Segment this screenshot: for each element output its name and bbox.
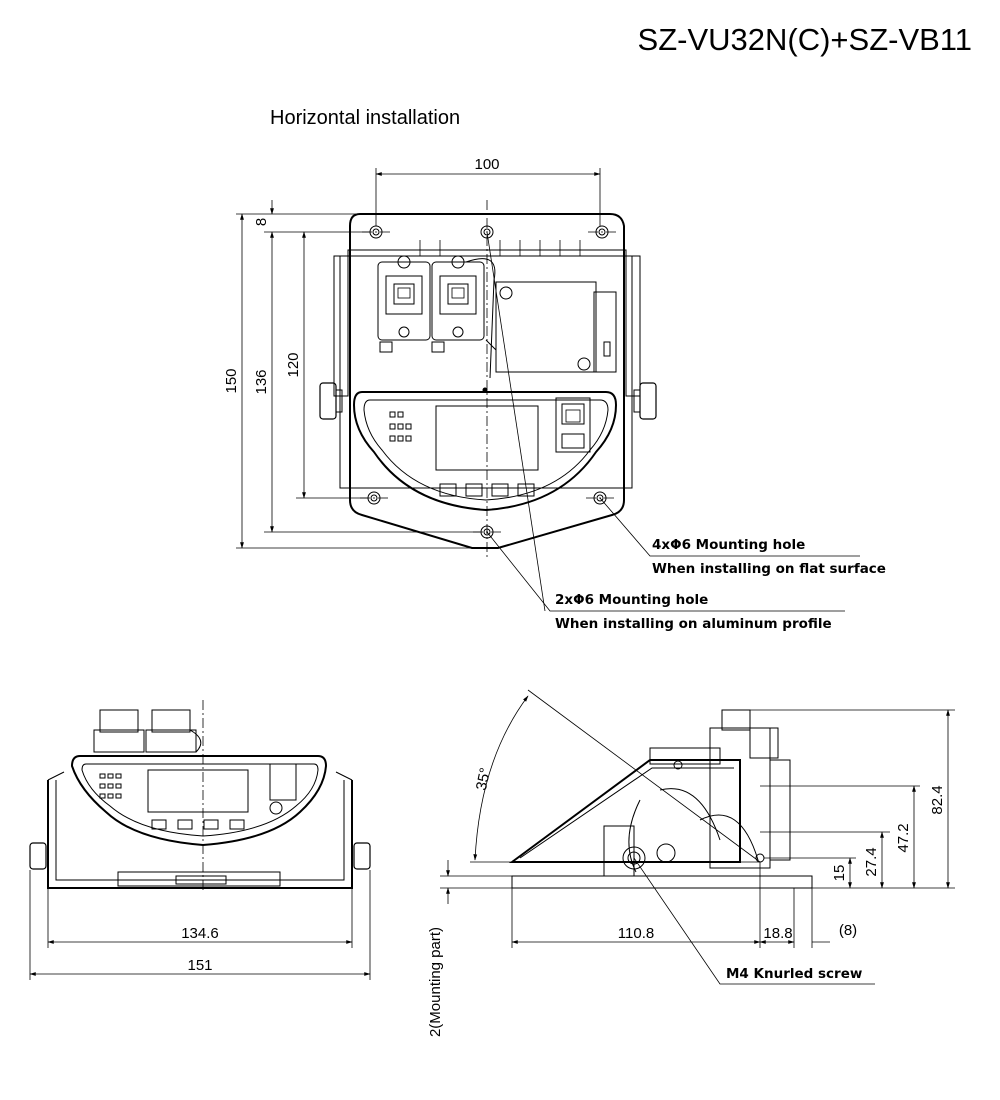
hinge-arc-3: [699, 814, 759, 861]
right-knob: [639, 382, 657, 420]
cooling-fins: [419, 240, 581, 256]
usb-port: [555, 397, 591, 453]
angle-ray: [527, 689, 761, 863]
front-usb: [269, 763, 297, 801]
dim-front-inner: 134.6: [181, 925, 219, 942]
panel-button-2: [465, 483, 483, 497]
side-top-hole: [673, 760, 683, 770]
front-conn-r-top: [151, 709, 191, 733]
front-btn-4: [229, 819, 245, 830]
front-btn-1: [151, 819, 167, 830]
front-conn-l: [93, 729, 145, 753]
front-conn-r: [145, 729, 197, 753]
knurled-screw-inner: [627, 851, 641, 865]
dim-height-136: 136: [253, 369, 270, 394]
front-base: [117, 871, 281, 887]
panel-button-4: [517, 483, 535, 497]
knurled-screw: [622, 846, 646, 870]
module-box: [485, 281, 617, 373]
dim-side-47-2: 47.2: [895, 823, 912, 852]
panel-button-1: [439, 483, 457, 497]
hinge-arc-2: [628, 799, 641, 873]
left-rail: [333, 255, 349, 397]
panel-button-3: [491, 483, 509, 497]
left-knob-neck: [335, 389, 343, 413]
front-display: [147, 769, 249, 813]
dim-front-total: 151: [187, 957, 212, 974]
connector-left: [377, 255, 431, 341]
dim-height-120: 120: [285, 352, 302, 377]
side-conn-side: [749, 727, 779, 759]
angle-arc: [473, 695, 529, 861]
leader-4x: [599, 497, 860, 557]
dim-side-27-4: 27.4: [863, 847, 880, 876]
bracket-tab-r: [335, 771, 353, 781]
dim-side-bracket: 18.8: [763, 925, 792, 942]
top-view: 100 150 136 120 8 4xΦ6 Mounting hole Whe…: [223, 156, 886, 632]
front-view: 134.6 151: [29, 700, 371, 980]
front-knob-right: [353, 842, 371, 870]
right-knob-neck: [633, 389, 641, 413]
dim-top-offset: 8: [253, 218, 270, 226]
front-btn-2: [177, 819, 193, 830]
dim-side-ref: (8): [839, 922, 857, 939]
view-subtitle: Horizontal installation: [270, 107, 460, 129]
side-back-plate: [769, 759, 791, 861]
front-indicator: [269, 801, 283, 815]
led-indicators: [389, 411, 412, 442]
note-hole-4x: 4xΦ6 Mounting hole: [652, 537, 805, 553]
side-body-inner: [519, 767, 734, 859]
dim-total-height: 150: [223, 368, 240, 393]
side-base-plate: [511, 875, 813, 889]
front-knob-left: [29, 842, 47, 870]
front-leds: [99, 773, 122, 799]
side-top-rail: [649, 747, 721, 765]
front-base-slot: [175, 875, 227, 885]
note-screw: M4 Knurled screw: [726, 966, 862, 982]
control-panel: [352, 387, 618, 512]
right-rail: [625, 255, 641, 397]
dim-side-depth: 110.8: [618, 925, 654, 942]
dim-side-82-4: 82.4: [929, 785, 946, 814]
connector-right: [431, 255, 485, 341]
front-bracket-inner: [55, 780, 345, 881]
front-btn-3: [203, 819, 219, 830]
side-body: [508, 759, 741, 863]
bracket-tab-l: [47, 771, 65, 781]
side-conn-top: [721, 709, 751, 731]
front-conn-l-top: [99, 709, 139, 733]
side-pivot: [656, 843, 676, 863]
leader-2x-b: [486, 231, 546, 612]
bracket-plate: [349, 213, 625, 549]
dim-top-width: 100: [474, 156, 499, 173]
note-hole-4x-desc: When installing on flat surface: [652, 561, 886, 577]
port-b: [431, 341, 445, 353]
leader-screw: [633, 857, 875, 985]
dim-angle: 35°: [473, 766, 494, 792]
side-view: 35° 82.4 47.2 27.4 15 110.8 18.8 (8) 2(M…: [427, 689, 955, 1037]
note-hole-2x-desc: When installing on aluminum profile: [555, 616, 832, 632]
dim-side-15: 15: [831, 865, 848, 882]
leader-2x-a: [486, 531, 845, 612]
side-base-block: [603, 825, 635, 877]
hinge-arc-1: [659, 788, 721, 841]
port-a: [379, 341, 393, 353]
front-bracket: [47, 780, 353, 889]
drawing-title: SZ-VU32N(C)+SZ-VB11: [638, 22, 972, 57]
front-cable: [189, 729, 202, 753]
dim-mounting-part: 2(Mounting part): [427, 927, 444, 1037]
note-hole-2x: 2xΦ6 Mounting hole: [555, 592, 708, 608]
